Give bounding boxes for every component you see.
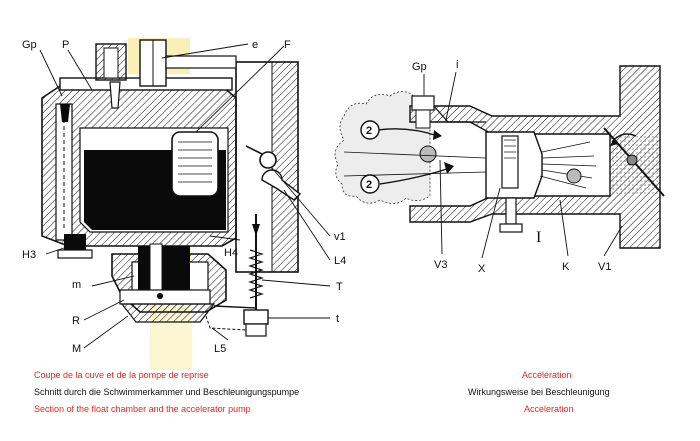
- label-F: F: [284, 39, 291, 51]
- label-H4: H4: [224, 247, 238, 259]
- marker-2-top: 2: [366, 125, 372, 137]
- acceleration-section: [334, 65, 665, 259]
- label-P: P: [62, 39, 69, 51]
- label-V3: V3: [434, 259, 447, 271]
- label-L4: L4: [334, 255, 346, 267]
- caption-right-de: Wirkungsweise bei Beschleunigung: [468, 387, 610, 397]
- right-labels: Gp i V3 X K V1 I 2 2: [366, 59, 611, 275]
- label-i: i: [456, 59, 458, 71]
- label-X: X: [478, 263, 486, 275]
- label-e: e: [252, 39, 258, 51]
- float-chamber-section: [39, 39, 331, 349]
- label-V1: V1: [598, 261, 611, 273]
- label-R: R: [72, 315, 80, 327]
- caption-right-en: Acceleration: [524, 404, 574, 414]
- label-Gp-right: Gp: [412, 61, 427, 73]
- label-H3: H3: [22, 249, 36, 261]
- label-m: m: [72, 279, 81, 291]
- caption-left-fr: Coupe de la cuve et de la pompe de repri…: [34, 370, 209, 380]
- float: [171, 131, 219, 197]
- label-roman-I: I: [536, 229, 541, 246]
- label-Gp: Gp: [22, 39, 37, 51]
- marker-2-bottom: 2: [366, 179, 372, 191]
- label-M: M: [72, 343, 81, 355]
- label-t: t: [336, 313, 339, 325]
- caption-left-de: Schnitt durch die Schwimmerkammer und Be…: [34, 387, 300, 397]
- label-K: K: [562, 261, 570, 273]
- left-labels: Gp P e F v1 L4 H4 H3 m T t R M L5: [22, 39, 346, 355]
- caption-right-fr: Accélération: [522, 370, 572, 380]
- caption-left-en: Section of the float chamber and the acc…: [34, 404, 251, 414]
- label-v1: v1: [334, 231, 346, 243]
- label-L5: L5: [214, 343, 226, 355]
- label-T: T: [336, 281, 343, 293]
